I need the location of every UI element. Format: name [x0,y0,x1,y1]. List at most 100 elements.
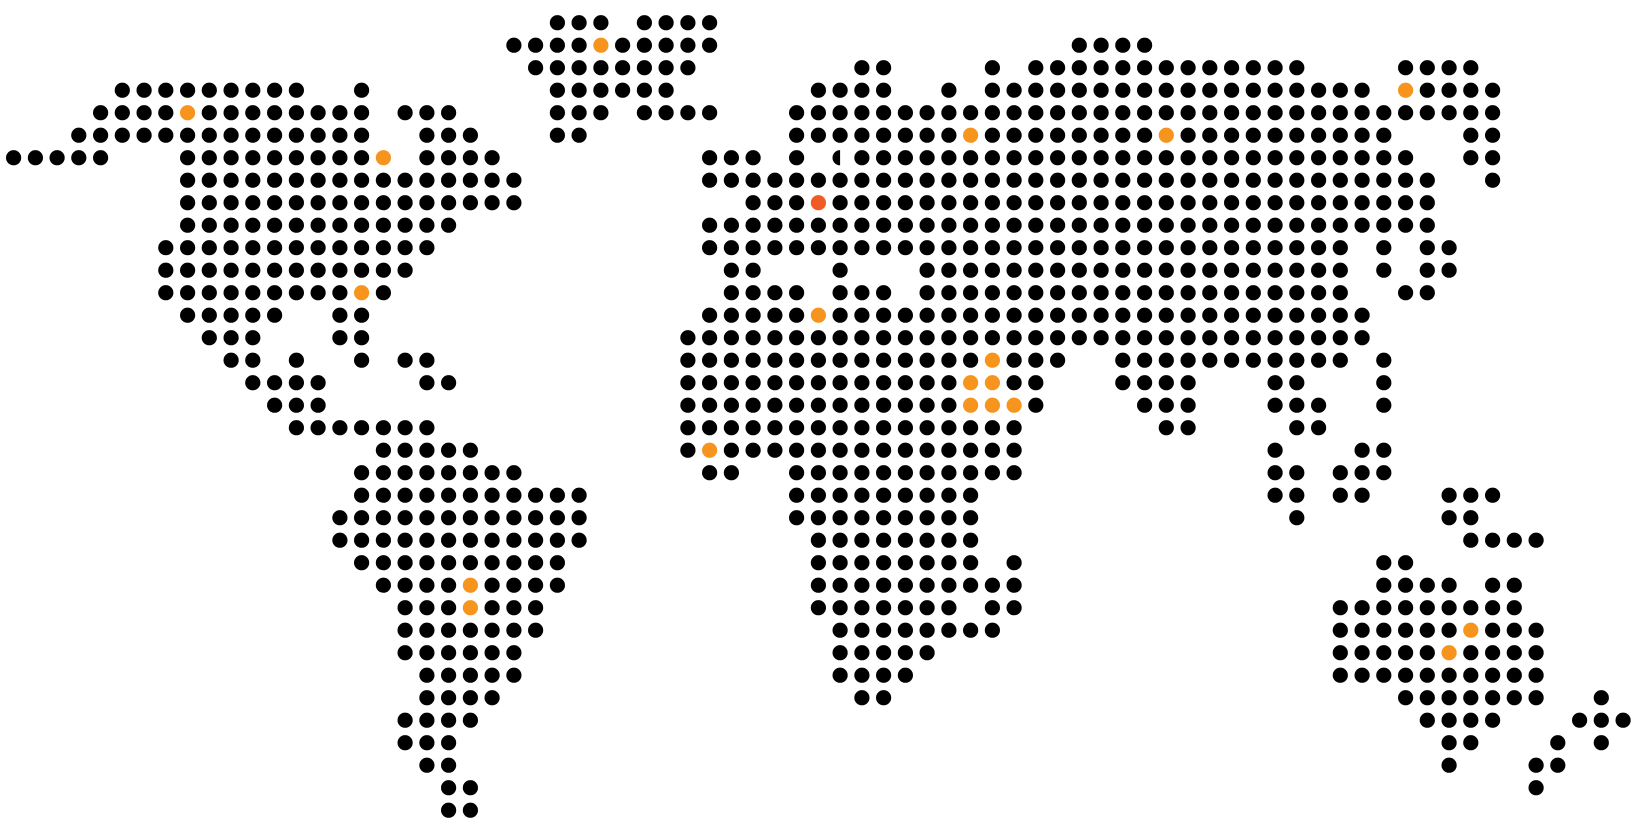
land-dot [745,262,761,278]
location-marker[interactable]: Arabian Peninsula [984,397,1001,413]
land-dot [810,375,827,391]
location-marker[interactable]: Australia [1463,622,1479,638]
location-marker[interactable]: West Africa [702,442,718,458]
land-dot [832,510,848,526]
land-dot [1267,375,1283,391]
location-marker[interactable]: Eastern Canada [354,285,370,301]
land-dot [1224,285,1240,301]
land-dot [1376,555,1392,571]
location-marker[interactable]: Central Siberia [1158,127,1174,143]
accent-location-marker[interactable]: Northern Europe [810,195,827,211]
land-dot [1419,600,1435,616]
land-dot [919,487,935,503]
land-dot [1202,127,1218,143]
land-dot [462,127,478,143]
land-dot [767,172,783,188]
land-dot [984,577,1001,593]
land-dot [1137,307,1153,323]
land-dot [528,37,544,53]
land-dot [310,240,326,256]
land-dot [245,127,261,143]
location-marker[interactable]: Northern Canada [375,150,391,166]
location-marker[interactable]: South America [462,577,478,593]
land-dot [1485,82,1501,98]
location-marker[interactable]: South America [462,600,478,616]
land-dot [462,195,478,211]
land-dot [267,397,283,413]
land-dot [1180,352,1196,368]
land-dot [723,262,740,278]
land-dot [897,127,914,143]
land-dot [180,285,196,301]
land-dot [876,330,892,346]
land-dot [832,82,848,98]
land-dot [528,60,544,76]
land-dot [963,240,979,256]
land-dot [245,285,261,301]
land-dot [1289,397,1305,413]
land-dot [462,487,478,503]
land-dot [1006,150,1022,166]
land-dot [136,105,152,121]
land-dot [1506,577,1522,593]
land-dot [897,195,914,211]
location-marker[interactable]: Arabian Peninsula [963,397,979,413]
land-dot [876,150,892,166]
land-dot [832,555,848,571]
land-dot [941,150,957,166]
location-marker[interactable]: Eastern Siberia [1398,82,1414,98]
land-dot [941,262,957,278]
land-dot [1137,375,1153,391]
location-marker[interactable]: Australia [1441,645,1457,661]
land-dot [1224,240,1240,256]
land-dot [201,127,217,143]
land-dot [484,487,500,503]
land-dot [876,375,892,391]
land-dot [832,262,848,278]
land-dot [789,285,805,301]
location-marker[interactable]: Arabian Peninsula [1006,397,1022,413]
land-dot [941,105,957,121]
land-dot [484,150,500,166]
location-marker[interactable]: Middle East [984,375,1001,391]
land-dot [941,420,957,436]
land-dot [310,397,326,413]
land-dot [1115,195,1131,211]
land-dot [897,307,914,323]
land-dot [375,577,391,593]
land-dot [49,150,65,166]
location-marker[interactable]: Southern Europe [810,307,827,323]
land-dot [1028,375,1044,391]
land-dot [1354,172,1370,188]
land-dot [1115,82,1131,98]
location-marker[interactable]: Greenland [593,37,609,53]
land-dot [332,240,348,256]
land-dot [1071,150,1087,166]
location-marker[interactable]: Middle East [984,352,1001,368]
land-dot [1289,195,1305,211]
land-dot [1180,330,1196,346]
land-dot [1006,375,1022,391]
land-dot [1528,622,1544,638]
land-dot [702,375,718,391]
land-dot [288,397,304,413]
location-marker[interactable]: Middle East [963,375,979,391]
land-dot [876,307,892,323]
location-marker[interactable]: Western Russia [963,127,979,143]
land-dot [549,105,566,121]
land-dot [1506,532,1522,548]
location-marker[interactable]: Alaska / Yukon [180,105,196,121]
land-dot [593,82,609,98]
land-dot [1071,285,1087,301]
land-dot [810,465,827,481]
land-dot [984,420,1001,436]
land-dot [1332,262,1348,278]
land-dot [1028,217,1044,233]
land-dot [332,532,348,548]
land-dot [1267,105,1283,121]
land-dot [1137,330,1153,346]
land-dot [680,105,696,121]
land-dot [549,37,566,53]
land-dot [636,82,653,98]
land-dot [484,195,500,211]
